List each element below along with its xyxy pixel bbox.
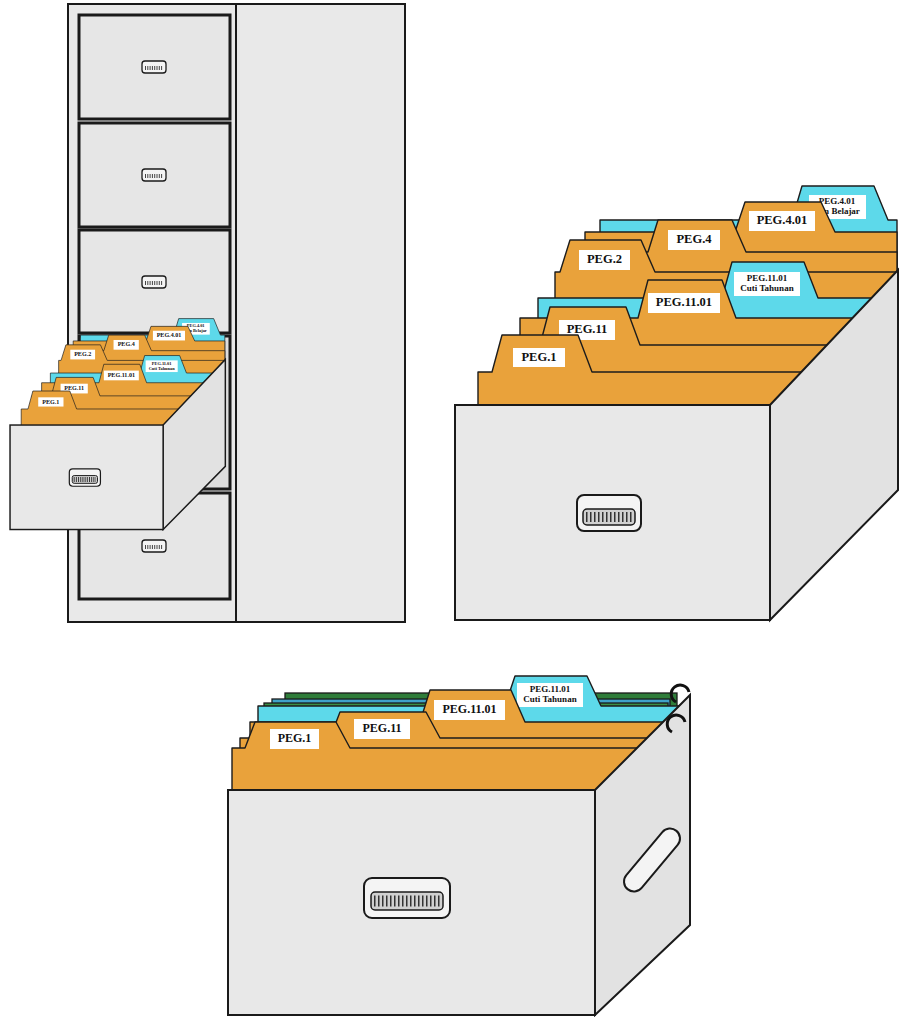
drawer-front [79, 230, 230, 333]
drawer-handle [142, 61, 166, 73]
drawer-handle [142, 276, 166, 288]
folder-shape [478, 335, 801, 412]
handle-grip [145, 174, 163, 178]
drawer-front [455, 405, 770, 620]
tab-label: PEG.4 [114, 340, 139, 350]
side-handle-slot [620, 824, 684, 895]
tab-label-area: PEG.1 [251, 725, 338, 753]
handle-grip [374, 896, 440, 907]
tab-label: PEG.11.01 [648, 293, 720, 313]
tab-label: PEG.2 [70, 350, 95, 360]
tab-label-area: PEG.11.01 Cuti Tahunan [143, 357, 181, 375]
tab-label: PEG.1 [38, 397, 63, 407]
drawer-handle [577, 495, 641, 531]
drawer-handle [142, 169, 166, 181]
drawer-side [770, 270, 898, 620]
tab-label: PEG.4.01 [153, 331, 185, 341]
tab-label-area: PEG.1 [31, 392, 71, 411]
tab-label-area: PEG.11.01 [102, 366, 141, 385]
tab-label: PEG.4.01 [749, 211, 816, 231]
drawer-box [0, 0, 899, 650]
drawer-handle [142, 540, 166, 552]
handle-grip [586, 512, 632, 522]
tab-label-area: PEG.4.01 [741, 205, 823, 237]
drawer-front [79, 15, 230, 119]
drawer-handle [69, 469, 100, 486]
tab-label-area: PEG.4 [107, 337, 146, 354]
handle-grip [145, 545, 163, 549]
tab-label-area: PEG.11.01 Cuti Tahunan [728, 265, 806, 303]
tab-label-area: PEG.4.01 [149, 328, 189, 344]
drawer-side [163, 359, 225, 529]
tab-label: PEG.11.01 [104, 371, 139, 381]
handle-grip [74, 477, 96, 482]
folder-tab: PEG.1 [232, 722, 637, 800]
tab-label-area: PEG.11.01 Cuti Tahunan [511, 679, 589, 711]
tab-label: PEG.11.01 Cuti Tahunan [146, 360, 178, 372]
tab-label-area: PEG.11 [336, 715, 428, 743]
folder-hook [671, 685, 689, 702]
tab-label: PEG.11.01 [434, 700, 504, 719]
handle-recess [371, 892, 443, 910]
drawer-front [10, 425, 163, 529]
folder-tab: PEG.1 [21, 391, 178, 428]
tab-label-area: PEG.4 [654, 223, 734, 257]
box-side [595, 695, 690, 1015]
folder-tab: PEG.1 [478, 335, 801, 412]
tab-label-area: PEG.2 [566, 243, 643, 277]
drawer-view: PEG.1PEG.11PEG.11.01PEG.11.01 Cuti Tahun… [0, 228, 226, 722]
tab-label-area: PEG.11.01 [426, 693, 513, 727]
tab-label: PEG.1 [513, 348, 564, 368]
handle-grip [145, 281, 163, 285]
cabinet-divider [235, 4, 237, 622]
drawer-front [79, 123, 230, 227]
folder-hook [667, 715, 685, 732]
tab-label: PEG.1 [270, 729, 320, 748]
handle-recess [583, 509, 635, 525]
box-handle [364, 878, 450, 918]
tab-label-area: PEG.11.01 [644, 283, 724, 323]
handle-grip [145, 66, 163, 70]
tab-label: PEG.2 [579, 250, 630, 270]
handle-recess [72, 476, 97, 484]
tab-label-area: PEG.1 [498, 338, 580, 377]
tab-label-area: PEG.2 [64, 346, 101, 363]
tab-label: PEG.4 [668, 230, 719, 250]
drawer-box [0, 228, 226, 544]
tab-label: PEG.11 [354, 719, 409, 738]
tab-label: PEG.11.01 Cuti Tahunan [517, 683, 583, 707]
tab-label: PEG.11.01 Cuti Tahunan [734, 272, 800, 296]
box-front [228, 790, 595, 1015]
